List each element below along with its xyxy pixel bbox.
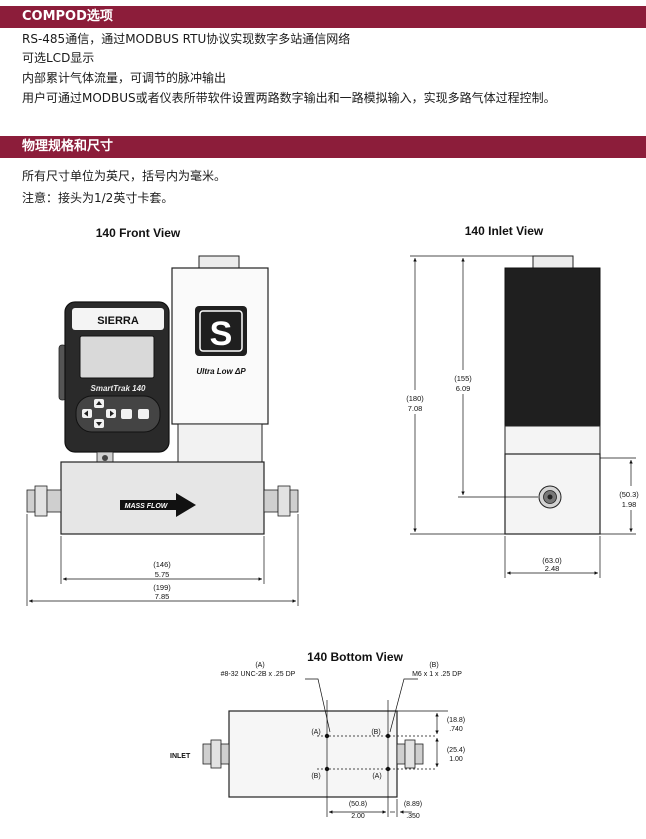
dim-top-in: .740 [449,726,463,733]
inlet-view: 140 Inlet View (180) 7.08 (155) 6.09 (50… [402,224,645,578]
hole-b-top [385,733,391,739]
dim-side-in: 1.00 [449,756,463,763]
enter-icon [121,409,132,419]
dim-height-mm: (180) [406,394,424,403]
left-fitting [26,489,36,513]
dim-base-in: 1.98 [622,500,637,509]
dim-edge-in: .350 [406,813,420,820]
bottom-view-title: 140 Bottom View [307,650,403,664]
hole-a-top [324,733,330,739]
dim-body-mm: (146) [153,560,171,569]
hole-label-a-top: (A) [311,729,320,736]
inlet-neck [504,425,601,455]
flow-body [60,461,265,535]
bottom-inlet-fitting [202,743,212,765]
lcd-screen [79,335,155,379]
dim-height-in: 7.08 [408,404,423,413]
brand-plate [72,308,164,330]
hole-b-bottom [324,766,330,772]
dim-center-mm: (155) [454,374,472,383]
model-label: SmartTrak 140 [91,384,147,393]
callout-b-spec: M6 x 1 x .25 DP [412,671,462,678]
dim-body-in: 5.75 [155,570,170,579]
compod-line-3: 内部累计气体流量，可调节的脉冲输出 [22,71,227,85]
callout-a-spec: #8-32 UNC-2B x .25 DP [221,671,296,678]
inlet-label: INLET [170,753,191,760]
mass-flow-arrow-icon [120,493,196,517]
physical-line-2: 注意：接头为1/2英寸卡套。 [22,191,174,205]
inlet-view-title: 140 Inlet View [465,224,544,238]
hole-label-b-bottom: (B) [311,773,320,780]
front-view-title: 140 Front View [96,226,181,240]
dim-span-mm: (50.8) [349,801,367,808]
bottom-outlet-fitting [396,743,406,765]
dim-span-in: 2.00 [351,813,365,820]
physical-line-1: 所有尺寸单位为英尺，括号内为毫米。 [22,169,227,183]
dim-width-mm: (63.0) [542,556,562,565]
hole-label-a-bottom: (A) [372,773,381,780]
dim-edge-mm: (8.89) [404,801,422,808]
dim-base-mm: (50.3) [619,490,639,499]
top-cap [198,255,240,269]
callout-a-tag: (A) [255,662,264,669]
front-view: 140 Front View S Ultra Low ΔP SIERRA Sma… [26,226,299,606]
dim-center-in: 6.09 [456,384,471,393]
right-fitting [263,489,279,513]
logo-caption: Ultra Low ΔP [196,367,246,376]
section-title-physical: 物理规格和尺寸 [0,136,646,158]
dim-total-in: 7.85 [155,592,170,601]
compod-line-2: 可选LCD显示 [22,51,95,65]
compod-line-4: 用户可通过MODBUS或者仪表所带软件设置两路数字输出和一路模拟输入，实现多路气… [22,91,556,105]
hole-a-bottom [385,766,391,772]
sierra-s-logo [195,306,247,356]
section-title-compod: COMPOD选项 [0,6,646,28]
hole-label-b-top: (B) [371,729,380,736]
brand-label: SIERRA [97,315,139,327]
mass-flow-label: MASS FLOW [125,503,169,510]
housing-neck [177,423,263,465]
dim-total-mm: (199) [153,583,171,592]
logo-letter: S [210,315,233,353]
callout-b-tag: (B) [429,662,438,669]
dim-width-in: 2.48 [545,564,560,573]
dim-top-mm: (18.8) [447,717,465,724]
cancel-icon [138,409,149,419]
compod-line-1: RS-485通信，通过MODBUS RTU协议实现数字多站通信网络 [22,32,351,46]
dim-side-mm: (25.4) [447,747,465,754]
inlet-housing [504,267,601,427]
inlet-top-cap [532,255,574,269]
bottom-body [228,710,398,798]
bottom-view: 140 Bottom View (A) #8-32 UNC-2B x .25 D… [170,650,465,820]
